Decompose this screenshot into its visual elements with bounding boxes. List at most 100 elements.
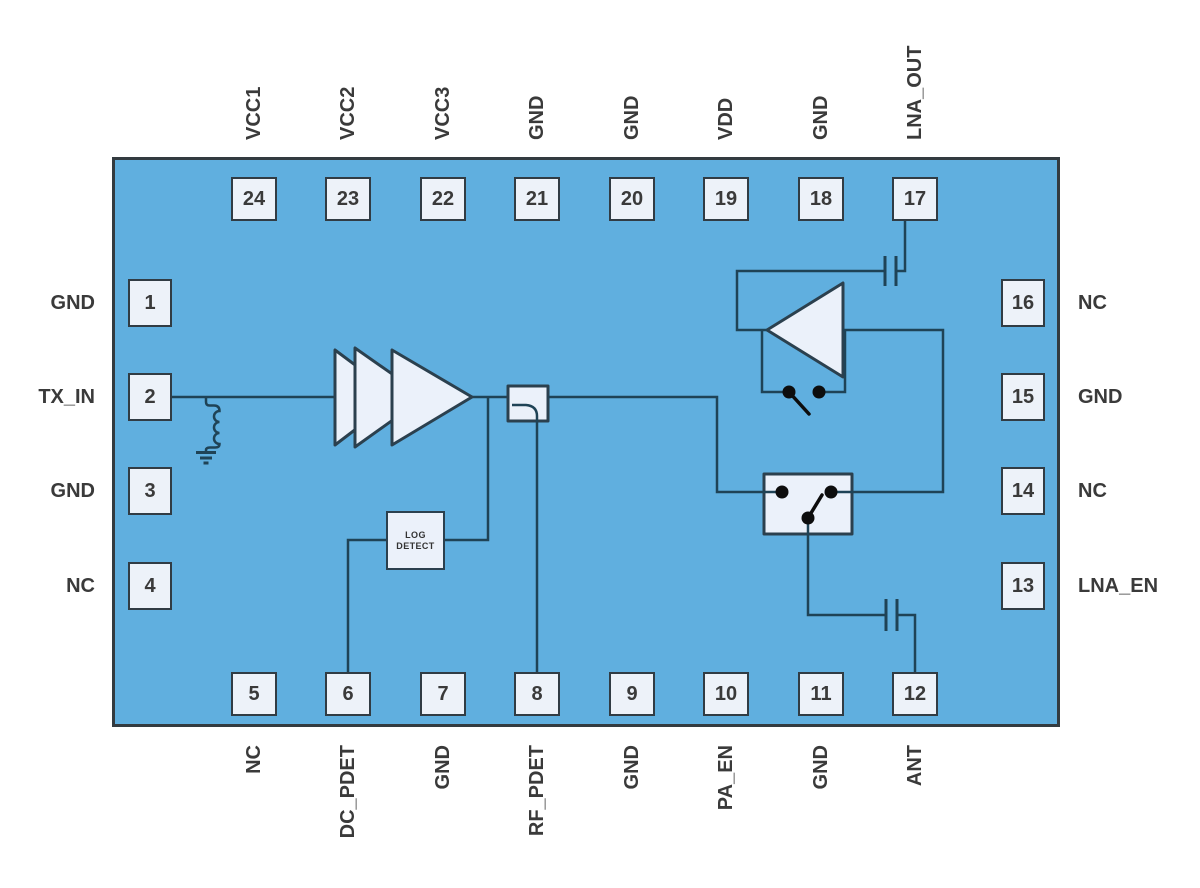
pa-tap-to-logdetect-wire: [445, 397, 490, 542]
pin-14-number: 14: [1011, 479, 1035, 502]
ant-capacitor-icon: [884, 599, 899, 631]
pa-to-switch-wire: [548, 395, 782, 494]
cap-to-pin17-wire: [896, 221, 907, 273]
pin-21-number: 21: [525, 187, 549, 210]
ant-switch-right-contact: [824, 485, 838, 499]
pa-stage3-amplifier-icon: [390, 348, 474, 447]
ant-switch-left-contact: [775, 485, 789, 499]
pin-1: 1: [128, 279, 172, 327]
pin-6: 6: [325, 672, 371, 716]
log-detect-label-line1: LOG: [405, 529, 426, 540]
lna-amplifier-icon: [765, 281, 845, 379]
pin-4: 4: [128, 562, 172, 610]
ground-icon: [196, 451, 216, 465]
pin-9: 9: [609, 672, 655, 716]
capacitor-group: [883, 256, 899, 631]
pin-3-number: 3: [144, 479, 156, 502]
pin-4-label: NC: [66, 575, 95, 597]
wire-group-over: [346, 221, 945, 672]
shunt-inductor-icon: [204, 397, 221, 452]
pin-24-number: 24: [242, 187, 266, 210]
pin-15-number: 15: [1011, 385, 1035, 408]
pin-6-number: 6: [342, 682, 354, 705]
pin-12: 12: [892, 672, 938, 716]
chip-body: [112, 157, 1060, 727]
pin-8-label: RF_PDET: [526, 745, 548, 837]
pin-2-label: TX_IN: [38, 386, 95, 408]
pin-11: 11: [798, 672, 844, 716]
pin-22-label: VCC3: [432, 86, 454, 140]
pin-10-number: 10: [714, 682, 738, 705]
pa-stage2-amplifier-icon: [353, 346, 427, 449]
pin-11-number: 11: [810, 682, 832, 705]
lna-output-wire: [735, 269, 885, 332]
pin-21: 21: [514, 177, 560, 221]
pin-22: 22: [420, 177, 466, 221]
pin-10: 10: [703, 672, 749, 716]
pin-7: 7: [420, 672, 466, 716]
pin-15: 15: [1001, 373, 1045, 421]
pin-5: 5: [231, 672, 277, 716]
pin-14: 14: [1001, 467, 1045, 515]
pin-17-number: 17: [903, 187, 927, 210]
bypass-right-wire: [819, 330, 847, 394]
pin-8-number: 8: [531, 682, 543, 705]
pin-23-number: 23: [336, 187, 360, 210]
pin-21-label: GND: [526, 95, 548, 140]
pin-12-number: 12: [903, 682, 927, 705]
coupler-to-pin8-wire: [512, 403, 539, 672]
pin-15-label: GND: [1078, 386, 1123, 408]
pin-16-label: NC: [1078, 292, 1107, 314]
pin-5-label: NC: [243, 745, 265, 774]
pin-18: 18: [798, 177, 844, 221]
bypass-left-wire: [760, 330, 789, 394]
pin-13: 13: [1001, 562, 1045, 610]
pin-13-label: LNA_EN: [1078, 575, 1159, 597]
pin-10-label: PA_EN: [715, 745, 737, 811]
pin-23-label: VCC2: [337, 86, 359, 140]
pin-9-number: 9: [626, 682, 638, 705]
pin-16: 16: [1001, 279, 1045, 327]
pin-4-number: 4: [144, 574, 156, 597]
pin-1-label: GND: [50, 292, 95, 314]
shape-group: [333, 281, 854, 536]
pin-22-number: 22: [431, 187, 455, 210]
pin-24-label: VCC1: [243, 86, 265, 140]
pin-17-label: LNA_OUT: [904, 45, 926, 140]
pin-3-label: GND: [50, 480, 95, 502]
switch-to-ant-cap-wire: [806, 518, 886, 617]
pin-9-label: GND: [621, 745, 643, 790]
pin-12-label: ANT: [904, 745, 926, 787]
pin-19-number: 19: [714, 187, 738, 210]
pin-5-number: 5: [248, 682, 260, 705]
cap-to-pin12-wire: [897, 613, 917, 672]
pin-20-number: 20: [620, 187, 644, 210]
pin-11-label: GND: [810, 745, 832, 790]
ant-switch-arm: [806, 493, 824, 520]
bypass-switch-arm: [787, 390, 811, 416]
pin-14-label: NC: [1078, 480, 1107, 502]
log-detect-label-line2: DETECT: [396, 540, 435, 551]
pin-17: 17: [892, 177, 938, 221]
pin-24: 24: [231, 177, 277, 221]
pin-20-label: GND: [621, 95, 643, 140]
pin-20: 20: [609, 177, 655, 221]
directional-coupler-box: [506, 384, 550, 423]
bypass-switch-right-contact: [812, 385, 826, 399]
pin-2: 2: [128, 373, 172, 421]
pin-2-number: 2: [144, 385, 156, 408]
pin-16-number: 16: [1011, 291, 1035, 314]
pin-18-number: 18: [809, 187, 833, 210]
pin-6-label: DC_PDET: [337, 745, 359, 839]
pin-19-label: VDD: [715, 97, 737, 140]
pin-8: 8: [514, 672, 560, 716]
pin-7-label: GND: [432, 745, 454, 790]
pin-3: 3: [128, 467, 172, 515]
switch-to-lna-input-wire: [831, 328, 945, 494]
pin-1-number: 1: [144, 291, 156, 314]
pin-19: 19: [703, 177, 749, 221]
pin-13-number: 13: [1011, 574, 1035, 597]
switch-arms: [787, 390, 824, 520]
